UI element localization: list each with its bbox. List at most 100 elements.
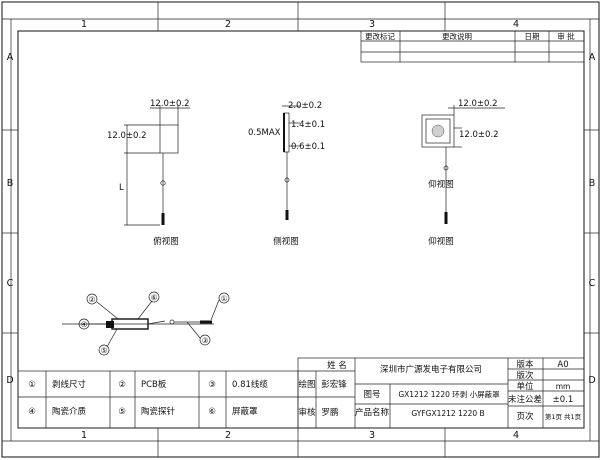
svg-text:⑥: ⑥ bbox=[151, 293, 158, 302]
zone-row-a-right: A bbox=[589, 52, 596, 63]
bottom-view-label: 仰视图 bbox=[428, 236, 454, 247]
legend-6-num: ⑥ bbox=[208, 407, 216, 417]
bottom-view-label-top: 仰视图 bbox=[428, 179, 454, 190]
legend-3-text: 0.81线缆 bbox=[232, 379, 268, 390]
tb-unit-label: 单位 bbox=[516, 381, 534, 392]
legend-4-num: ④ bbox=[28, 407, 36, 417]
legend-5-text: 陶瓷探针 bbox=[141, 406, 176, 417]
rev-header-date: 日期 bbox=[525, 32, 540, 41]
bottom-view-height-label: 12.0±0.2 bbox=[459, 130, 499, 140]
zone-row-a-left: A bbox=[7, 52, 14, 63]
tb-tolerance-label: 未注公差 bbox=[508, 394, 542, 405]
zone-row-b-right: B bbox=[589, 178, 596, 189]
side-view-stripped-lead bbox=[285, 210, 289, 220]
callout-3: ③ bbox=[199, 334, 211, 346]
top-view-cable-break bbox=[160, 180, 166, 186]
zone-col-4-bottom: 4 bbox=[513, 430, 519, 441]
tb-draw-label: 绘图 bbox=[298, 379, 315, 390]
revision-table: 更改标记 更改说明 日期 审 批 bbox=[360, 30, 585, 63]
callout-5: ⑤ bbox=[98, 344, 110, 356]
tb-tolerance: ±0.1 bbox=[553, 395, 574, 405]
top-view-label: 俯视图 bbox=[153, 236, 179, 247]
side-view-cable-break bbox=[284, 177, 290, 183]
bottom-view-width-label: 12.0±0.2 bbox=[458, 99, 498, 109]
zone-row-d-right: D bbox=[588, 375, 595, 386]
assembly-cable-break bbox=[169, 319, 175, 325]
legend-1-num: ① bbox=[28, 380, 36, 390]
drawing-frame bbox=[17, 30, 585, 429]
callout-1: ① bbox=[218, 292, 230, 304]
zone-col-3-top: 3 bbox=[369, 19, 375, 30]
side-view-dim-pcb: 0.6±0.1 bbox=[291, 142, 325, 152]
tb-review-name: 罗鹏 bbox=[321, 407, 338, 418]
svg-text:③: ③ bbox=[202, 336, 209, 345]
bottom-view-stripped-lead bbox=[444, 212, 448, 224]
side-view-label: 侧视图 bbox=[273, 236, 299, 247]
tb-version-label: 版本 bbox=[516, 359, 534, 370]
top-view-body bbox=[159, 124, 179, 154]
top-view-lead-length-label: L bbox=[119, 183, 124, 193]
side-view-dim-total: 2.0±0.2 bbox=[288, 101, 322, 111]
top-view-width-label: 12.0±0.2 bbox=[150, 99, 190, 109]
tb-page-value: 第1页 共1页 bbox=[545, 412, 582, 421]
bottom-view-ceramic bbox=[425, 118, 451, 144]
legend-1-text: 剥线尺寸 bbox=[52, 379, 87, 390]
zone-col-3-bottom: 3 bbox=[369, 430, 375, 441]
side-view-pcb bbox=[283, 113, 285, 152]
legend-2-text: PCB板 bbox=[141, 379, 167, 390]
tb-version: A0 bbox=[557, 360, 568, 370]
callout-4: ④ bbox=[78, 318, 90, 330]
svg-text:④: ④ bbox=[81, 320, 88, 329]
legend-6-text: 屏蔽罩 bbox=[232, 406, 258, 417]
zone-row-b-left: B bbox=[7, 178, 14, 189]
assembly-section-view: ① ② ③ ④ ⑤ ⑥ bbox=[62, 291, 230, 356]
top-view-stripped-lead bbox=[161, 213, 165, 225]
zone-row-d-left: D bbox=[6, 375, 13, 386]
tb-page-label: 页次 bbox=[516, 411, 534, 422]
zone-col-1-top: 1 bbox=[81, 19, 87, 30]
tb-draw-name: 彭宏锋 bbox=[321, 379, 347, 390]
svg-text:②: ② bbox=[89, 295, 96, 304]
rev-header-approve: 审 批 bbox=[557, 31, 575, 41]
top-view: 12.0±0.2 12.0±0.2 L 俯视图 bbox=[107, 99, 190, 247]
assembly-pcb bbox=[106, 321, 114, 328]
zone-row-c-left: C bbox=[7, 278, 14, 289]
svg-text:⑤: ⑤ bbox=[101, 346, 108, 355]
tb-product-name: GYFGX1212 1220 B bbox=[411, 409, 484, 418]
tb-name-header: 姓 名 bbox=[327, 360, 347, 371]
tb-unit: mm bbox=[556, 382, 571, 391]
parts-legend: ① 剥线尺寸 ② PCB板 ③ 0.81线缆 ④ 陶瓷介质 ⑤ 陶瓷探针 ⑥ 屏… bbox=[17, 370, 299, 429]
callout-6: ⑥ bbox=[148, 291, 160, 303]
bottom-view: 12.0±0.2 12.0±0.2 仰视图 仰视图 bbox=[421, 99, 505, 247]
legend-5-num: ⑤ bbox=[118, 407, 126, 417]
top-view-height-label: 12.0±0.2 bbox=[107, 131, 147, 141]
tb-drawing-no-label: 图号 bbox=[363, 390, 380, 400]
tb-revision-label: 版次 bbox=[516, 370, 534, 381]
tb-product-label: 产品名称 bbox=[355, 407, 390, 418]
svg-text:①: ① bbox=[221, 294, 228, 303]
tb-company: 深圳市广源发电子有限公司 bbox=[380, 364, 482, 375]
rev-header-mark: 更改标记 bbox=[365, 31, 395, 41]
title-block: 姓 名 深圳市广源发电子有限公司 绘图 彭宏锋 审核 罗鹏 图号 GX1212 … bbox=[297, 357, 585, 429]
assembly-stripped-lead bbox=[200, 320, 212, 324]
rev-header-desc: 更改说明 bbox=[442, 31, 472, 41]
legend-2-num: ② bbox=[118, 380, 126, 390]
side-view-dim-max: 0.5MAX bbox=[248, 128, 281, 138]
bottom-view-ceramic-dot bbox=[431, 124, 445, 138]
side-view-dim-shield: 1.4±0.1 bbox=[291, 120, 325, 130]
zone-col-1-bottom: 1 bbox=[81, 430, 87, 441]
bottom-view-body bbox=[421, 114, 455, 148]
legend-4-text: 陶瓷介质 bbox=[52, 406, 87, 417]
bottom-view-cable-break bbox=[443, 165, 449, 171]
zone-col-2-bottom: 2 bbox=[225, 430, 231, 441]
zone-col-4-top: 4 bbox=[513, 19, 519, 30]
zone-row-c-right: C bbox=[589, 278, 596, 289]
zone-col-2-top: 2 bbox=[225, 19, 231, 30]
tb-review-label: 审核 bbox=[298, 407, 316, 418]
tb-drawing-no: GX1212 1220 环剥 小屏蔽罩 bbox=[398, 389, 500, 399]
callout-2: ② bbox=[86, 293, 98, 305]
side-view: 2.0±0.2 1.4±0.1 0.6±0.1 0.5MAX 侧视图 bbox=[248, 101, 325, 247]
